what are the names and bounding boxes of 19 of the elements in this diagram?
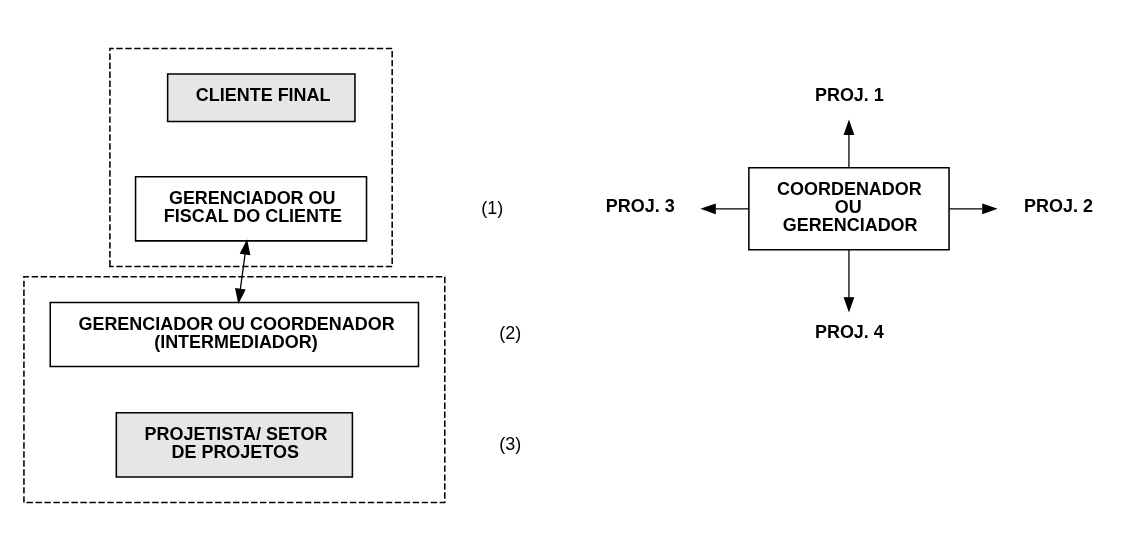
arrow: [948, 202, 998, 214]
arrow: [235, 238, 251, 304]
label: (2): [499, 322, 522, 343]
node-box: GERENCIADOR OU COORDENADOR (INTERMEDIADOR): [49, 301, 420, 367]
label: (1): [481, 197, 504, 218]
node-box: CLIENTE FINAL: [166, 72, 356, 122]
cluster: [109, 47, 393, 267]
arrow: [843, 248, 855, 313]
label: (3): [499, 433, 522, 454]
arrow: [843, 119, 855, 168]
node-text: PROJ. 4: [814, 321, 884, 342]
arrow: [700, 202, 750, 214]
node-text: PROJ. 2: [1024, 195, 1093, 216]
node-box: COORDENADOR OU GERENCIADOR: [748, 166, 950, 251]
node-box: GERENCIADOR OU FISCAL DO CLIENTE: [134, 175, 368, 242]
node-box: PROJETISTA/ SETOR DE PROJETOS: [115, 411, 354, 478]
node-text: PROJ. 1: [814, 84, 884, 105]
node-text: PROJ. 3: [605, 195, 675, 216]
cluster: [23, 275, 446, 503]
